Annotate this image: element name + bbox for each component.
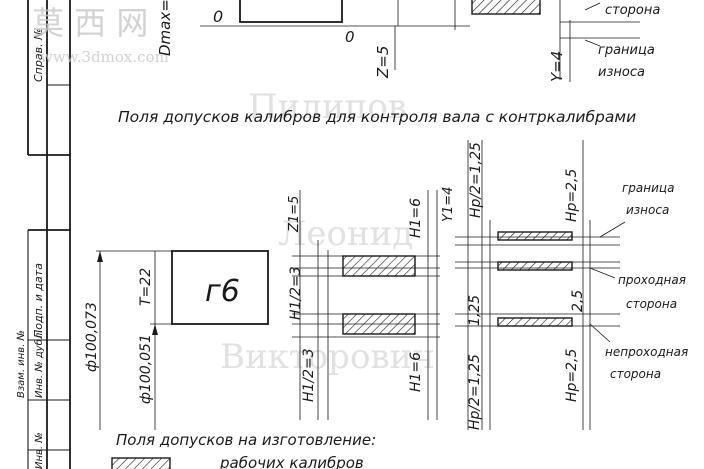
middle-diagram: г6 ф100,073 ф100,051 T=22 [84,140,688,430]
stamp-inv-dubl: Инв. № дубл. [33,330,45,398]
watermark-name-2: Леонид [278,214,413,254]
dim-y1-4: Y1=4 [441,187,456,222]
bottom-legend-swatch [111,457,171,469]
dim-z1-5: Z1=5 [287,196,302,233]
watermark-name-3: Викторович [220,337,435,377]
label-storona-1: сторона [626,297,677,311]
dim-hp2-125-top: Hp/2=1,25 [468,142,484,218]
dim-d-lower: ф100,051 [138,334,154,404]
stamp-sprav: Справ. № [32,28,45,82]
label-iznosa: износа [626,203,669,217]
top-y4: Y=4 [548,51,566,82]
bar-lower-middle [342,313,416,335]
label-granica: граница [622,181,674,195]
watermark-site: www.3dmox.com [40,48,169,66]
dim-t22: T=22 [138,268,154,306]
label-neprohodnaya: непроходная [605,345,688,359]
top-section: 0 0 Dmax= Z=5 Y=4 сторона граница износа [156,0,660,82]
middle-heading: Поля допусков калибров для контроля вала… [118,108,636,126]
gauge-field-box [171,250,269,325]
watermark-logo: 莫 西 网 [32,4,148,42]
dim-h1-2-3-top: H1/2=3 [288,266,304,320]
top-z5: Z=5 [374,46,392,79]
gauge-label: г6 [205,274,240,309]
stamp-podp-data: Подп. и дата [32,263,45,338]
stamp-vzam-inv: Взам. инв. № [16,330,27,398]
bottom-heading-1: Поля допусков на изготовление: [116,431,376,449]
bar-contr-mid [497,261,573,271]
watermark-name-1: Пилипов [248,87,407,127]
bar-upper-middle [342,255,416,277]
bar-contr-bottom [497,317,573,327]
bar-contr-top [497,231,573,241]
label-storona-2: сторона [610,367,661,381]
top-granica: граница [598,43,655,58]
label-prohodnaya: проходная [618,273,686,287]
dim-h1-2-3-bottom: H1/2=3 [301,348,317,402]
bottom-section: Поля допусков на изготовление: рабочих к… [111,431,376,469]
top-iznosa: износа [598,65,645,80]
dim-125: 1,25 [467,295,483,326]
bottom-heading-2: рабочих калибров [219,454,364,469]
top-d-max: Dmax= [156,0,174,56]
dim-25: 2,5 [570,290,586,312]
dim-hp-25-top: Hp=2,5 [564,168,580,222]
dim-hp-25-bottom: Hp=2,5 [564,348,580,402]
top-zero-left: 0 [213,7,223,26]
stamp-inv-podl: Инв. № [34,432,45,469]
top-storona: сторона [605,3,660,18]
side-stamp: Справ. № Подп. и дата Инв. № дубл. Взам.… [16,0,71,469]
dim-hp2-125-bottom: Hp/2=1,25 [467,354,483,430]
dim-h1-6-top: H1=6 [408,198,424,238]
watermark: 莫 西 网 www.3dmox.com Пилипов Леонид Викто… [32,4,435,377]
top-zero-right: 0 [345,28,355,46]
dim-d-upper: ф100,073 [84,302,100,372]
dim-h1-6-bottom: H1=6 [408,352,424,392]
